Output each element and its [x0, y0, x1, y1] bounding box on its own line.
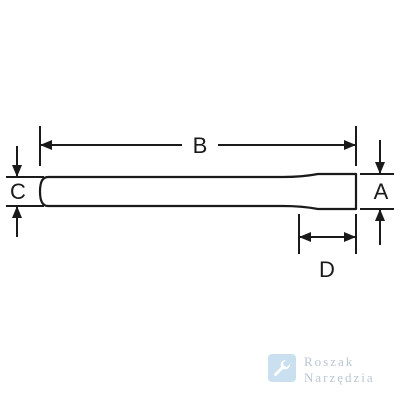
- watermark-logo: Roszak Narzędzia: [268, 354, 396, 388]
- watermark-line-2: Narzędzia: [304, 370, 375, 385]
- dimension-a-label: A: [374, 179, 389, 204]
- chisel-outline: [38, 172, 358, 211]
- watermark-line-1: Roszak: [304, 354, 355, 369]
- dimension-d-label: D: [319, 257, 335, 282]
- dimension-b-label: B: [193, 133, 208, 158]
- wrench-icon: [268, 354, 296, 382]
- watermark-text: Roszak Narzędzia: [304, 354, 375, 386]
- dimension-c-label: C: [10, 179, 26, 204]
